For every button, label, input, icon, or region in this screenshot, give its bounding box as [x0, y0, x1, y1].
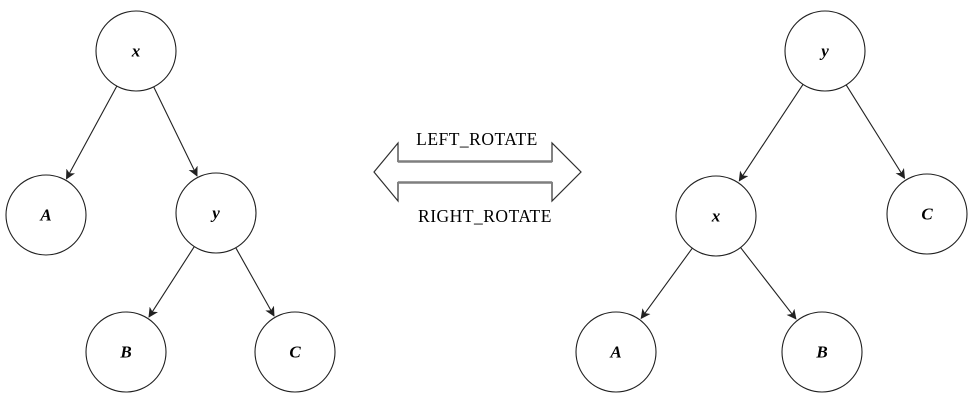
right-tree-node-A-circle [575, 311, 657, 393]
left-tree-node-x-circle [95, 10, 177, 92]
left-tree-node-B: B [85, 311, 167, 393]
left-tree: x A y B C [5, 10, 336, 393]
left-tree-edge-x-to-A [66, 85, 118, 180]
left-tree-node-C: C [254, 311, 336, 393]
rotation-arrow: LEFT_ROTATE RIGHT_ROTATE [373, 129, 582, 226]
double-arrow-icon [373, 141, 582, 203]
right-tree-node-x-circle [675, 175, 757, 257]
right-tree-node-C-label: C [921, 205, 933, 224]
left-rotate-label: LEFT_ROTATE [416, 129, 538, 149]
left-tree-node-A-label: A [39, 206, 51, 225]
right-tree-node-x-label: x [711, 207, 721, 226]
right-tree-node-A: A [575, 311, 657, 393]
right-tree-node-B: B [781, 311, 863, 393]
left-tree-node-x-label: x [131, 42, 141, 61]
right-tree-edge-y-to-C [845, 84, 906, 180]
right-tree-edge-x-to-B [740, 247, 797, 320]
right-tree-node-A-label: A [609, 343, 621, 362]
right-tree-edge-y-to-x [738, 84, 804, 182]
left-tree-node-C-circle [254, 311, 336, 393]
right-tree-node-B-label: B [815, 343, 827, 362]
left-tree-node-x: x [95, 10, 177, 92]
right-tree-node-C: C [886, 173, 968, 255]
left-tree-node-A-circle [5, 174, 87, 256]
right-tree-node-y: y [784, 10, 866, 92]
right-tree-node-y-circle [784, 10, 866, 92]
right-tree-node-C-circle [886, 173, 968, 255]
left-tree-node-B-circle [85, 311, 167, 393]
right-rotate-label: RIGHT_ROTATE [418, 206, 552, 226]
left-tree-node-C-label: C [289, 343, 301, 362]
left-tree-node-y-circle [175, 172, 257, 254]
right-tree-node-x: x [675, 175, 757, 257]
left-tree-node-y-label: y [210, 204, 220, 223]
right-tree-node-y-label: y [819, 42, 829, 61]
right-tree: y x C A B [575, 10, 968, 393]
left-tree-edge-y-to-C [235, 247, 275, 317]
right-tree-node-B-circle [781, 311, 863, 393]
left-tree-node-A: A [5, 174, 87, 256]
right-tree-edge-x-to-A [640, 247, 693, 320]
left-tree-edge-x-to-y [153, 86, 198, 177]
left-tree-node-B-label: B [119, 343, 131, 362]
left-tree-node-y: y [175, 172, 257, 254]
left-tree-edge-y-to-B [148, 246, 195, 318]
